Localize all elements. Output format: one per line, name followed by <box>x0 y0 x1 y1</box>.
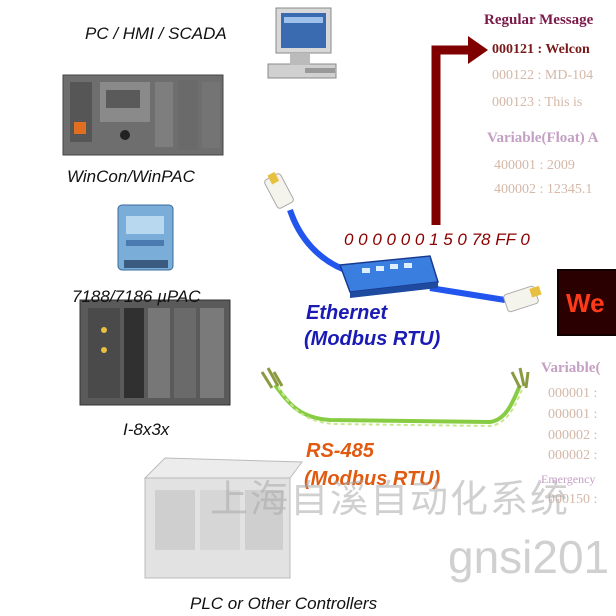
ethernet-cable-right <box>429 285 506 303</box>
variable-right-item: 000150 : <box>548 492 598 507</box>
regular-message-header: Regular Message <box>484 12 594 28</box>
variable-float-item: 400002 : 12345.1 <box>494 182 593 197</box>
message-arrow <box>431 36 488 225</box>
rs485-label: RS-485 <box>306 440 374 462</box>
label-plc: PLC or Other Controllers <box>190 594 378 613</box>
led-display-icon <box>557 269 616 336</box>
ethernet-label: Ethernet <box>306 302 388 324</box>
watermark-chinese: 上海自溪自动化系统 <box>210 479 571 521</box>
serial-connector-icon <box>260 367 284 389</box>
rs485-cable <box>273 383 524 428</box>
label-pc: PC / HMI / SCADA <box>85 24 227 43</box>
regular-message-item: 000121 : Welcon <box>492 42 590 57</box>
modbus-packet: 0 0 0 0 0 0 1 5 0 78 FF 0 <box>344 230 530 249</box>
rj45-connector-icon <box>264 171 294 209</box>
label-upac: 7188/7186 µPAC <box>72 287 201 306</box>
plc-box-icon <box>143 457 303 579</box>
variable-right-header: Variable( <box>541 360 601 376</box>
ethernet-cable-left <box>287 209 347 273</box>
regular-message-item: 000123 : This is <box>492 95 583 110</box>
rj45-connector-icon <box>503 285 542 313</box>
variable-right-item: 000001 : <box>548 386 598 401</box>
variable-right-item: 000002 : <box>548 428 598 443</box>
rs485-protocol-label: (Modbus RTU) <box>304 468 441 490</box>
watermark-latin: gnsi201 <box>448 531 610 583</box>
variable-right-item: 000001 : <box>548 407 598 422</box>
label-wincon: WinCon/WinPAC <box>67 167 195 186</box>
i8x3x-rack-icon <box>79 299 231 406</box>
pc-monitor-icon <box>267 7 337 79</box>
variable-float-item: 400001 : 2009 <box>494 158 575 173</box>
serial-connector-icon <box>510 367 530 389</box>
regular-message-item: 000122 : MD-104 <box>492 68 594 83</box>
variable-right-extra-header: Emergency <box>541 472 596 486</box>
wincon-controller-icon <box>62 74 224 156</box>
variable-right-item: 000002 : <box>548 448 598 463</box>
upac-module-icon <box>117 204 174 271</box>
led-display-text: We <box>566 288 605 318</box>
ethernet-protocol-label: (Modbus RTU) <box>304 328 441 350</box>
label-i8x3x: I-8x3x <box>123 420 170 439</box>
ethernet-switch-icon <box>338 255 439 298</box>
variable-float-header: Variable(Float) A <box>487 130 599 146</box>
